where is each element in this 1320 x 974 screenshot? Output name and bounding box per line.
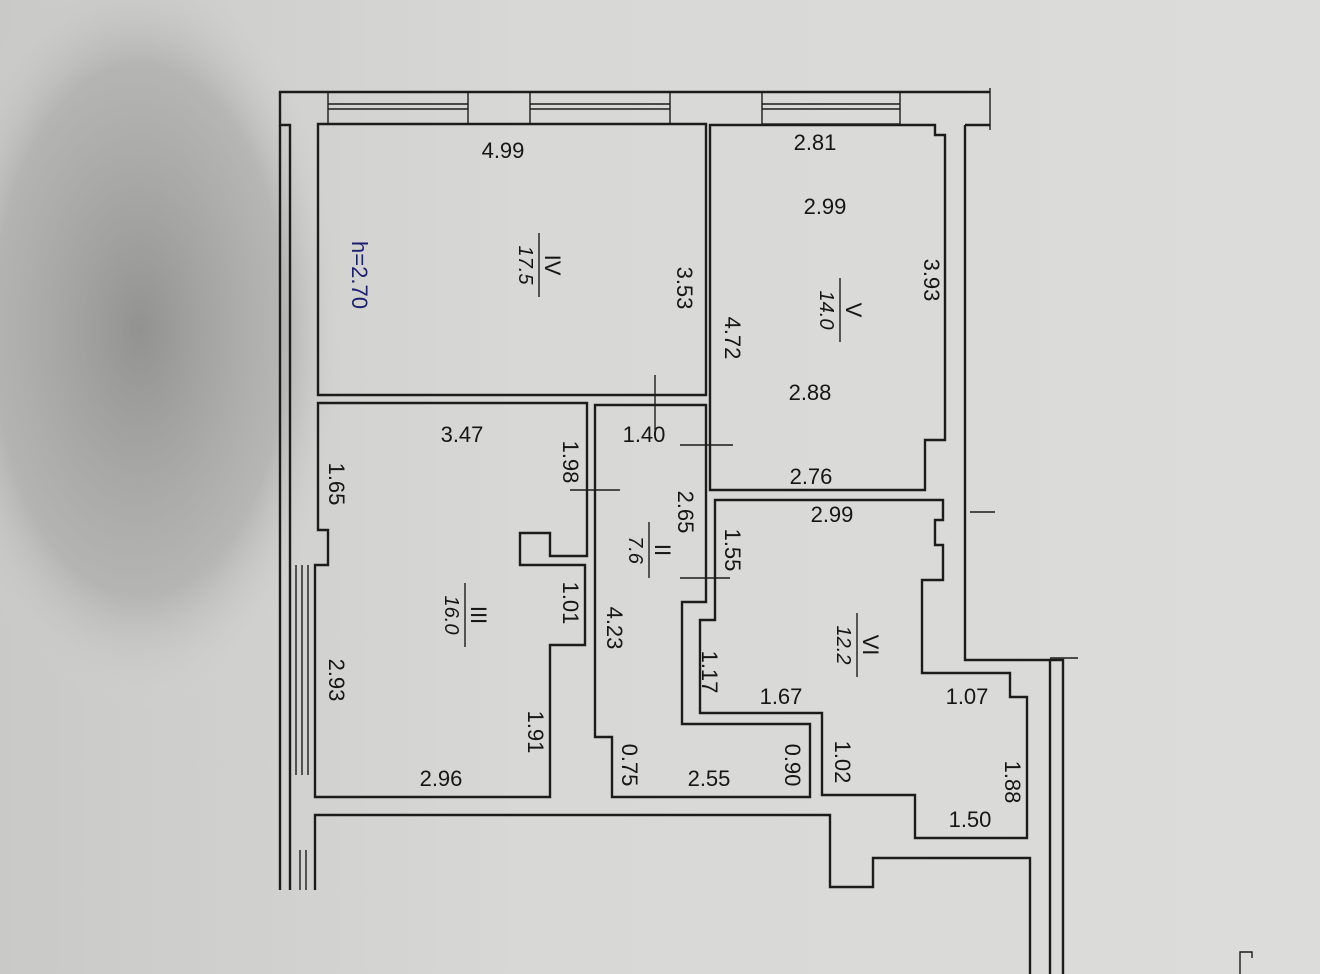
dimension-label: 1.07	[946, 684, 989, 709]
door-marks	[570, 375, 1078, 659]
dimension-label: 1.55	[720, 529, 745, 572]
dimension-label: 4.99	[482, 138, 525, 163]
room-v-outline	[708, 123, 947, 492]
room-number: IV	[540, 255, 565, 276]
room-label-vi: VI 12.2	[832, 613, 883, 677]
photo-shadow	[0, 0, 350, 710]
dimension-label: 1.50	[949, 807, 992, 832]
dimension-label: 3.93	[919, 259, 944, 302]
dimension-label: 2.76	[790, 464, 833, 489]
room-label-v: V 14.0	[815, 278, 866, 342]
dimension-label: 1.02	[830, 741, 855, 784]
room-area: 14.0	[815, 291, 837, 330]
windows	[295, 91, 901, 775]
room-area: 17.5	[514, 246, 536, 286]
dimension-label: 4.23	[602, 607, 627, 650]
dimension-label: 0.75	[617, 744, 642, 787]
room-number: III	[466, 606, 491, 624]
dimension-label: 2.81	[794, 130, 837, 155]
room-number: V	[841, 303, 866, 318]
walls	[278, 88, 1065, 974]
dimension-label: 2.99	[811, 502, 854, 527]
dimension-label: 2.99	[804, 194, 847, 219]
dimension-label: 3.47	[441, 422, 484, 447]
room-number: II	[650, 544, 675, 556]
dimension-label: 1.01	[558, 582, 583, 625]
room-area: 12.2	[832, 626, 854, 665]
room-area: 7.6	[624, 536, 646, 565]
room-label-iv: IV 17.5	[514, 233, 565, 297]
dimension-label: 1.91	[523, 711, 548, 754]
dimension-label: 2.93	[324, 659, 349, 702]
room-vi-outline	[698, 498, 1029, 840]
dimension-label: 4.72	[720, 317, 745, 360]
corner-symbol	[1239, 951, 1253, 974]
room-ii-outline	[593, 403, 812, 799]
room-iii-outline	[313, 401, 589, 799]
room-label-ii: II 7.6	[624, 522, 675, 578]
dimension-label: 1.40	[623, 422, 666, 447]
ceiling-height-label: h=2.70	[347, 241, 372, 309]
room-number: VI	[858, 635, 883, 656]
room-label-iii: III 16.0	[440, 583, 491, 647]
dimension-label: 1.98	[558, 441, 583, 484]
dimension-label: 2.88	[789, 380, 832, 405]
dimension-label: 1.65	[324, 463, 349, 506]
dimension-label: 2.65	[673, 491, 698, 534]
dimension-label: 0.90	[780, 744, 805, 787]
dimension-label: 3.53	[672, 267, 697, 310]
dimension-label: 1.17	[697, 651, 722, 694]
dimension-label: 1.88	[1000, 761, 1025, 804]
dimension-labels: 4.99 2.81 2.99 2.88 3.47 1.40 2.76 2.99 …	[324, 130, 1025, 832]
dimension-label: 1.67	[760, 684, 803, 709]
dimension-label: 2.96	[420, 766, 463, 791]
dimension-label: 2.55	[688, 766, 731, 791]
room-area: 16.0	[440, 596, 462, 635]
